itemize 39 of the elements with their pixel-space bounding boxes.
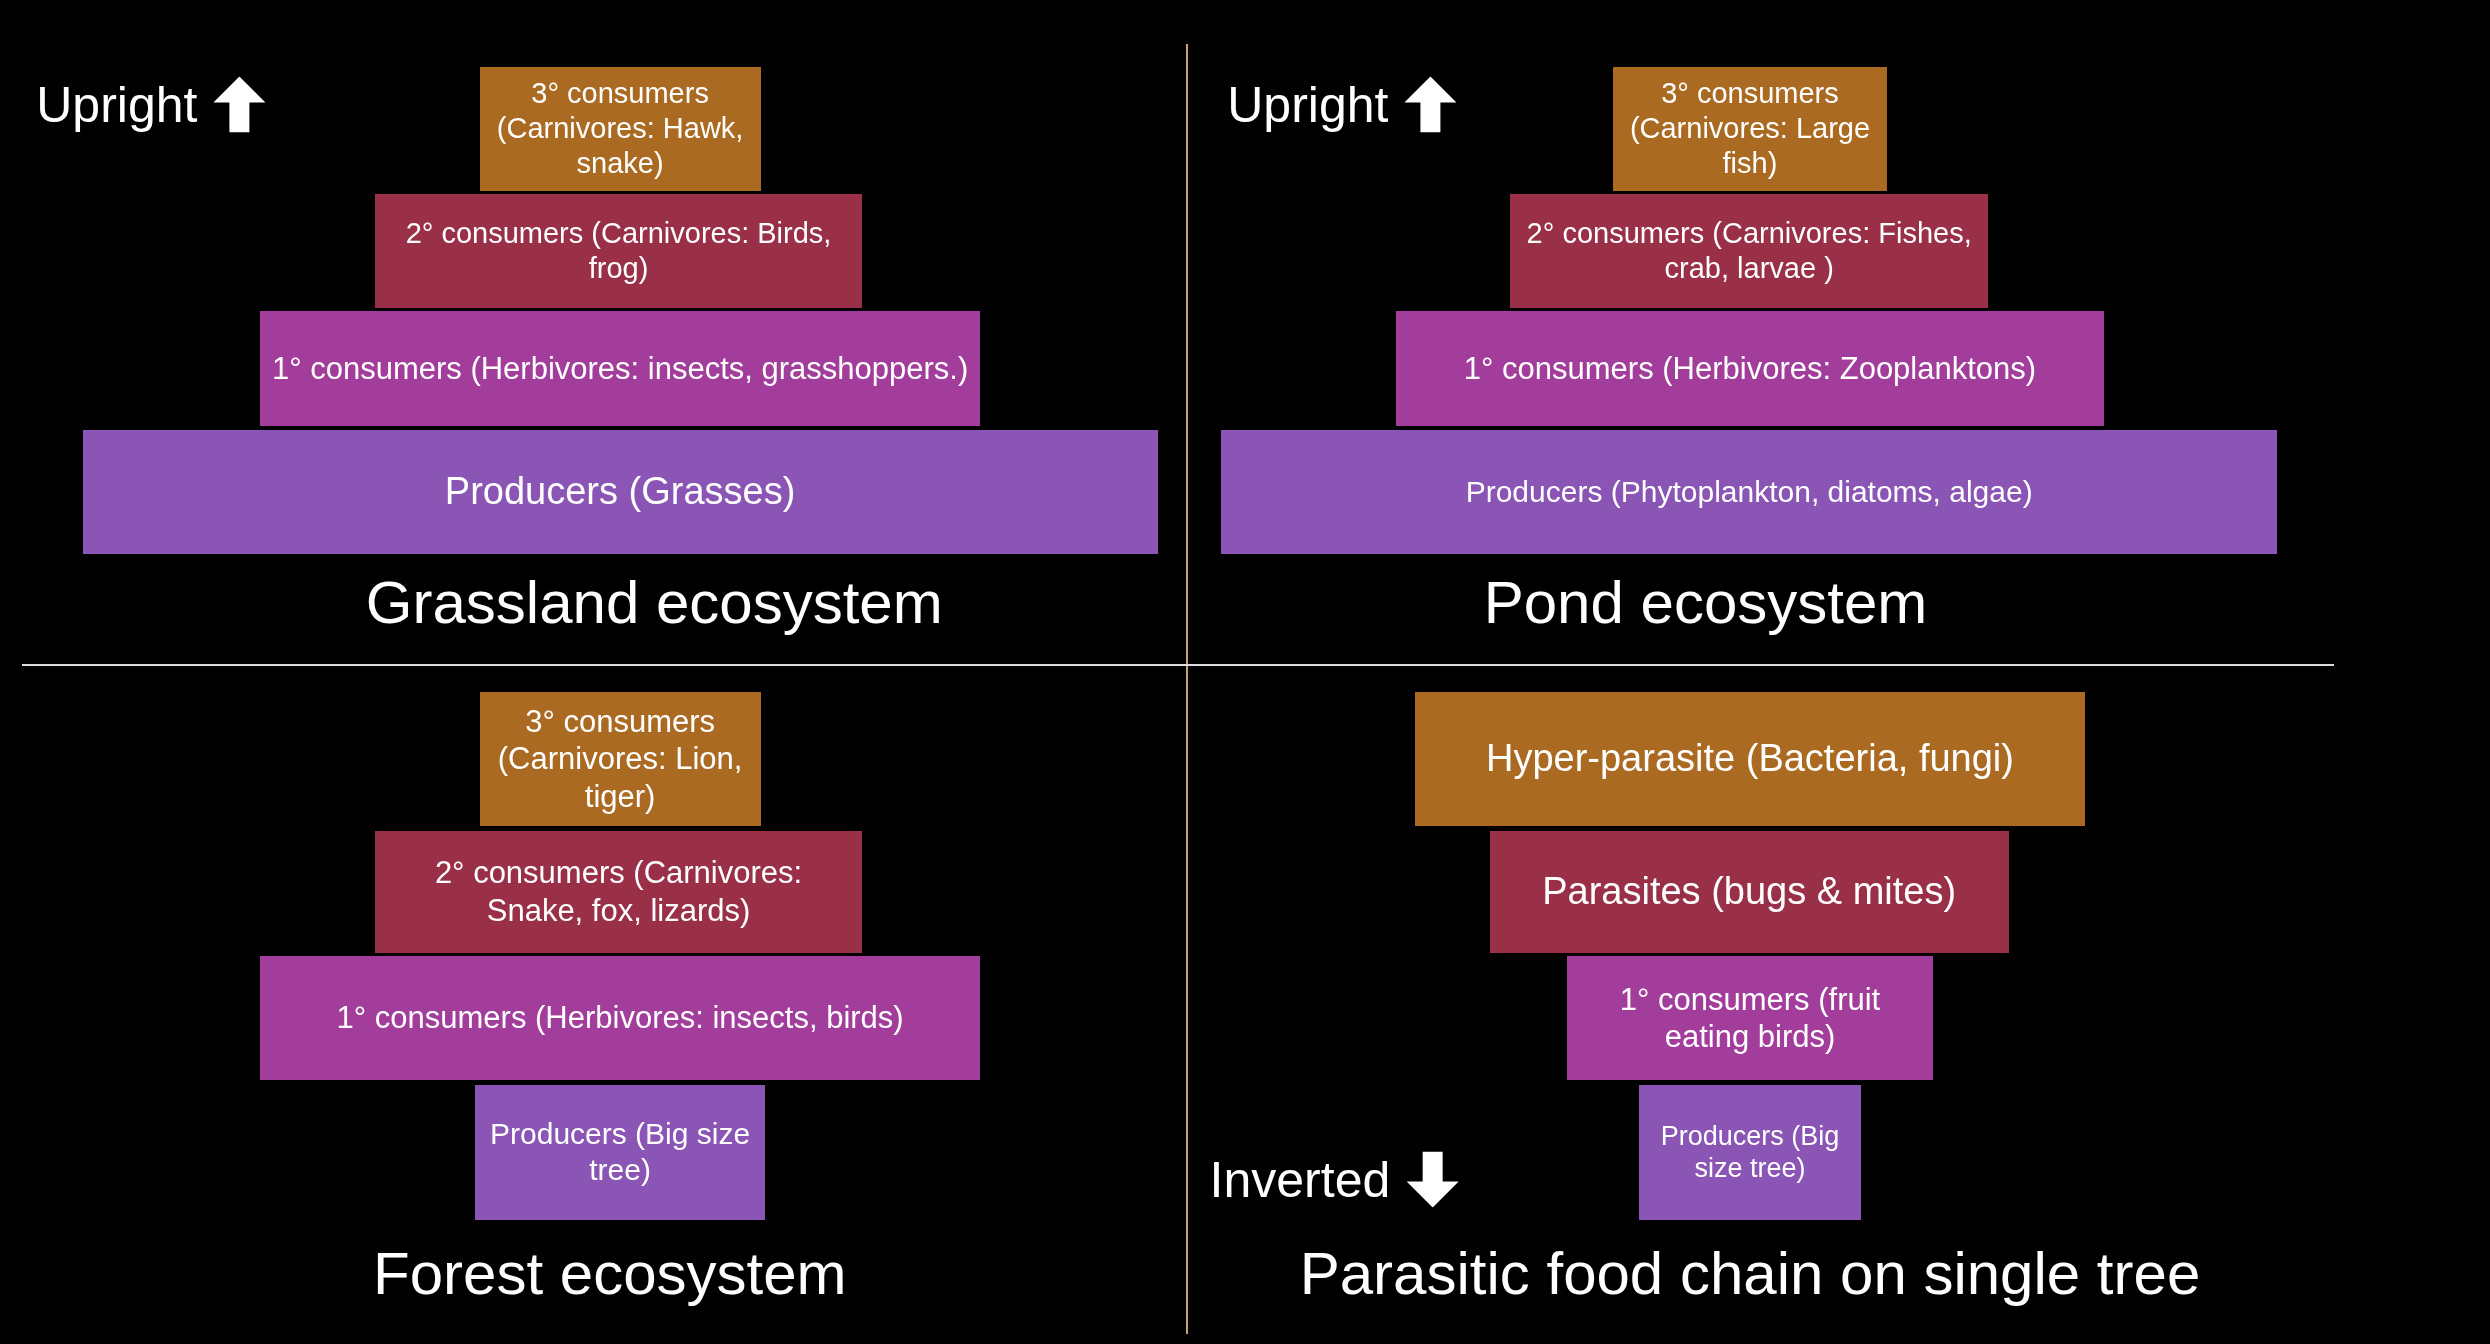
ecosystem-title: Parasitic food chain on single tree [1299,1238,2201,1309]
level-text: 1° consumers (fruit eating birds) [1618,980,1882,1056]
ecosystem-title: Forest ecosystem [373,1238,847,1309]
ecosystem-title: Grassland ecosystem [365,568,943,639]
pyramid-level [1414,692,2086,826]
level-text: 3° consumers (Carnivores: Large fish) [1628,76,1872,181]
level-text: Parasites (bugs & mites) [1542,868,1957,914]
pyramid-level [374,830,863,953]
level-text: Producers (Grasses) [444,469,796,515]
level-text: Producers (Big size tree) [489,1116,752,1189]
level-text: 2° consumers (Carnivores: Fishes, crab, larvae ) [1525,216,1973,286]
level-text: 2° consumers (Carnivores: Birds, frog) [404,216,833,286]
pyramid-level [260,311,980,426]
level-text: Hyper-parasite (Bacteria, fungi) [1485,736,2014,782]
pyramid-level [374,193,863,309]
orientation-label: Upright [36,75,198,135]
pyramid-level [1567,955,1933,1080]
level-text: 3° consumers (Carnivores: Lion, tiger) [496,703,744,815]
level-text: 1° consumers (Herbivores: insects, birds) [336,999,904,1037]
pyramid-level [479,692,761,826]
pyramid-level [1395,311,2105,426]
pyramid-level [479,66,761,191]
level-text: Producers (Phytoplankton, diatoms, algae) [1465,474,2033,511]
pyramid-level [1489,830,2009,953]
level-text: 2° consumers (Carnivores: Snake, fox, lizards) [433,854,804,929]
pyramid-level [1221,430,2278,555]
pyramid-level [1613,66,1887,191]
pyramid-level [1510,193,1989,309]
ecosystem-title: Pond ecosystem [1483,568,1928,639]
level-text: 3° consumers (Carnivores: Hawk, snake) [495,76,745,181]
orientation-label: Upright [1227,75,1389,135]
pyramid-level [260,955,980,1080]
orientation-label: Inverted [1209,1150,1391,1210]
pyramid-level [82,430,1158,555]
level-text: Producers (Big size tree) [1659,1119,1841,1185]
pyramid-level [1638,1084,1862,1220]
level-text: 1° consumers (Herbivores: Zooplanktons) [1463,349,2037,387]
level-text: 1° consumers (Herbivores: insects, grasshoppers.) [271,349,969,387]
pyramid-level [474,1084,766,1220]
